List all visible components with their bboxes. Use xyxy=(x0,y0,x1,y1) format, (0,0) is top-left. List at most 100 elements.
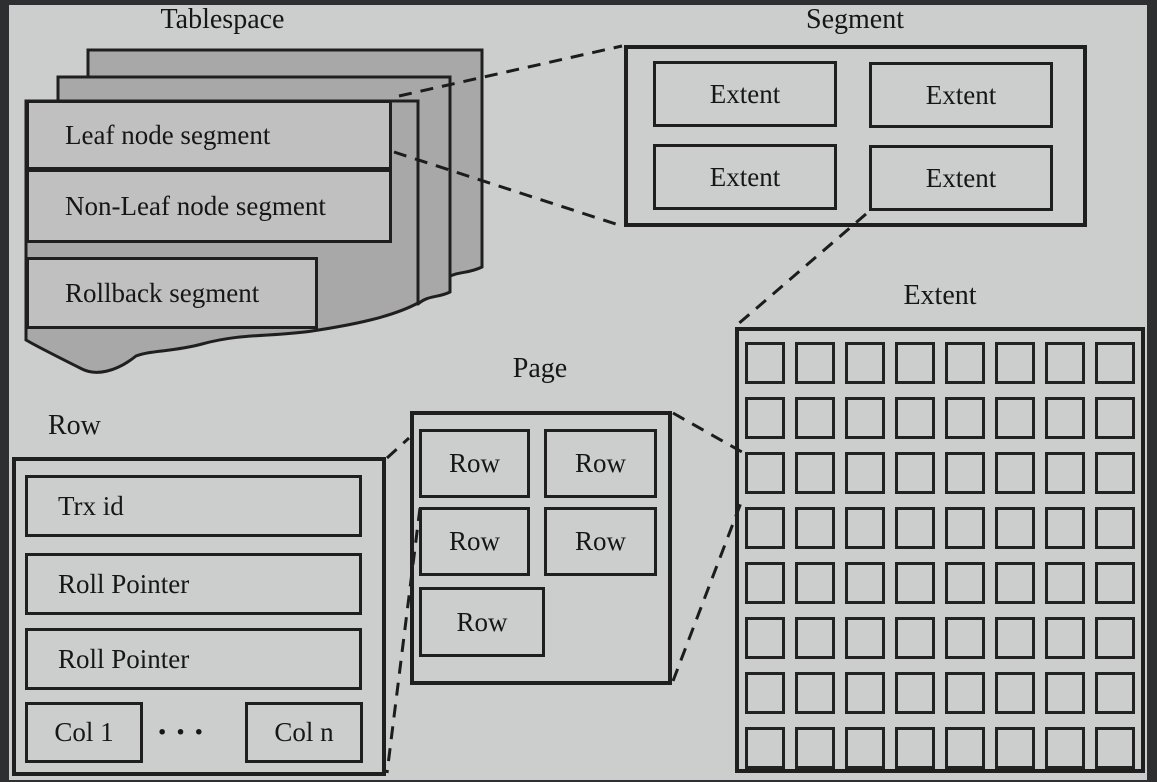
leaf-node-segment-text: Leaf node segment xyxy=(65,119,271,150)
extent-grid-cell xyxy=(1045,727,1085,769)
extent-grid-cell xyxy=(795,617,835,659)
extent-grid-cell xyxy=(1095,507,1135,549)
extent-grid-cell xyxy=(845,452,885,494)
extent-grid-cell xyxy=(1095,617,1135,659)
col-ellipsis: ··· xyxy=(156,714,212,751)
extent-grid-cell xyxy=(1045,452,1085,494)
extent-grid-cell xyxy=(1095,672,1135,714)
non-leaf-node-segment-box: Non-Leaf node segment xyxy=(26,169,392,243)
extent-grid-cell xyxy=(945,617,985,659)
extent-grid-cell xyxy=(895,617,935,659)
extent-grid-cell xyxy=(745,617,785,659)
extent-grid-cell xyxy=(1095,452,1135,494)
extent-grid-cell xyxy=(845,397,885,439)
extent-grid-cell xyxy=(1045,672,1085,714)
rollback-segment-text: Rollback segment xyxy=(65,277,260,308)
extent-grid-cell xyxy=(945,562,985,604)
connector-tablespace-segment-bottom xyxy=(393,150,623,228)
segment-extent-cell: Extent xyxy=(653,61,837,127)
frame-edge-left xyxy=(0,0,9,782)
extent-grid-cell xyxy=(795,507,835,549)
page-row-text: Row xyxy=(448,526,500,556)
extent-box xyxy=(735,327,1145,773)
frame-edge-bottom xyxy=(0,780,1157,782)
extent-grid-cell xyxy=(995,672,1035,714)
extent-grid-cell xyxy=(995,507,1035,549)
leaf-node-segment-box: Leaf node segment xyxy=(26,100,392,170)
extent-grid-cell xyxy=(895,397,935,439)
row-box: Trx id Roll Pointer Roll Pointer Col 1 ·… xyxy=(12,457,386,776)
extent-grid-cell xyxy=(895,727,935,769)
page-box: Row Row Row Row Row xyxy=(410,411,672,685)
col-n-text: Col n xyxy=(274,717,334,747)
connector-page-extent-bottom xyxy=(671,499,744,682)
extent-grid-cell xyxy=(1095,727,1135,769)
extent-grid-cell xyxy=(795,672,835,714)
frame-edge-top xyxy=(0,0,1157,5)
segment-extent-cell: Extent xyxy=(869,62,1053,128)
trx-id-box: Trx id xyxy=(25,475,362,537)
segment-extent-text: Extent xyxy=(709,78,781,109)
extent-grid-cell xyxy=(945,727,985,769)
extent-grid-cell xyxy=(745,727,785,769)
extent-label: Extent xyxy=(903,280,977,311)
extent-grid-cell xyxy=(1045,617,1085,659)
extent-grid-cell xyxy=(1045,397,1085,439)
extent-grid-cell xyxy=(945,342,985,384)
extent-grid-cell xyxy=(945,397,985,439)
extent-grid-cell xyxy=(845,507,885,549)
extent-grid-cell xyxy=(1095,342,1135,384)
roll-pointer-box: Roll Pointer xyxy=(25,628,362,690)
extent-grid-cell xyxy=(895,562,935,604)
rollback-segment-box: Rollback segment xyxy=(26,257,318,329)
connector-tablespace-segment-top xyxy=(398,44,623,98)
extent-grid-cell xyxy=(745,452,785,494)
tablespace-label: Tablespace xyxy=(160,4,285,35)
extent-grid-cell xyxy=(995,342,1035,384)
frame-edge-right xyxy=(1147,0,1157,782)
extent-grid-cell xyxy=(895,452,935,494)
segment-extent-text: Extent xyxy=(925,162,997,193)
page-row-text: Row xyxy=(574,526,626,556)
connector-page-extent-top xyxy=(672,411,743,454)
segment-extent-text: Extent xyxy=(709,161,781,192)
extent-grid-cell xyxy=(845,562,885,604)
extent-grid-cell xyxy=(895,672,935,714)
roll-pointer-box: Roll Pointer xyxy=(25,553,362,615)
extent-grid-cell xyxy=(745,507,785,549)
segment-label: Segment xyxy=(806,4,904,35)
extent-grid-cell xyxy=(845,672,885,714)
page-row-cell: Row xyxy=(544,507,657,576)
extent-grid-cell xyxy=(1045,507,1085,549)
segment-box: Extent Extent Extent Extent xyxy=(624,45,1087,227)
extent-grid-cell xyxy=(995,727,1035,769)
extent-grid-cell xyxy=(1045,342,1085,384)
page-row-cell: Row xyxy=(419,587,545,657)
trx-id-text: Trx id xyxy=(58,490,124,521)
extent-grid-cell xyxy=(845,617,885,659)
extent-grid-cell xyxy=(1095,397,1135,439)
extent-grid-cell xyxy=(795,452,835,494)
extent-grid-cell xyxy=(745,342,785,384)
extent-grid-cell xyxy=(945,507,985,549)
non-leaf-node-segment-text: Non-Leaf node segment xyxy=(65,190,326,221)
extent-grid-cell xyxy=(945,452,985,494)
extent-grid-cell xyxy=(745,397,785,439)
extent-grid-cell xyxy=(845,342,885,384)
extent-grid-cell xyxy=(995,397,1035,439)
connector-segment-extent xyxy=(736,212,867,327)
page-row-cell: Row xyxy=(419,507,530,576)
extent-grid-cell xyxy=(995,562,1035,604)
extent-grid-cell xyxy=(795,397,835,439)
col-1-box: Col 1 xyxy=(25,702,143,763)
page-row-text: Row xyxy=(574,448,626,478)
roll-pointer-text: Roll Pointer xyxy=(58,568,190,599)
row-label: Row xyxy=(48,410,101,441)
extent-grid-cell xyxy=(895,507,935,549)
extent-grid-cell xyxy=(945,672,985,714)
extent-grid-cell xyxy=(995,617,1035,659)
page-row-cell: Row xyxy=(544,429,657,498)
connector-row-page-bottom xyxy=(385,507,422,774)
extent-grid-cell xyxy=(995,452,1035,494)
